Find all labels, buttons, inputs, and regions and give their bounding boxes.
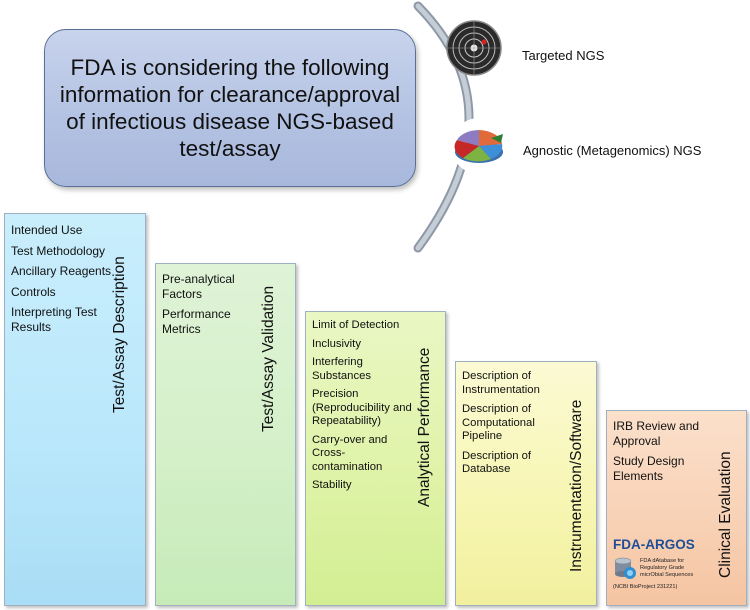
list-item: Stability [312, 479, 352, 491]
list-item: Ancillary Reagents [11, 264, 112, 278]
list-item: Description of Database [462, 449, 532, 476]
column-title: Instrumentation/Software [568, 399, 585, 572]
column-title: Test/Assay Validation [260, 285, 277, 432]
column-instrumentation-software: Description of Instrumentation Descripti… [455, 361, 597, 606]
list-item: Description of Computational Pipeline [462, 403, 535, 442]
pie-chart-icon [451, 118, 507, 174]
target-icon [446, 20, 502, 76]
list-item: IRB Review and Approval [613, 419, 700, 448]
list-item: Performance Metrics [162, 307, 231, 336]
column-title: Test/Assay Description [111, 256, 128, 413]
header-box: FDA is considering the following informa… [44, 29, 416, 187]
logo-footnote: (NCBI BioProject 231221) [613, 584, 678, 590]
option-agnostic-ngs: Agnostic (Metagenomics) NGS [523, 143, 702, 158]
list-item: Carry-over and Cross-contamination [312, 433, 388, 473]
column-title: Analytical Performance [416, 347, 433, 507]
list-item: Limit of Detection [312, 319, 400, 331]
column-analytical-performance: Limit of Detection Inclusivity Interferi… [305, 311, 446, 606]
list-item: Precision (Reproducibility and Repeatabi… [312, 388, 412, 427]
column-title: Clinical Evaluation [717, 451, 734, 578]
list-item: Study Design Elements [613, 454, 685, 483]
logo-subtitle: FDA dAtabase for Regulatory Grade micrOb… [640, 558, 694, 578]
column-test-assay-description: Intended Use Test Methodology Ancillary … [4, 213, 146, 606]
column-clinical-evaluation: IRB Review and Approval Study Design Ele… [606, 410, 747, 606]
list-item: Description of Instrumentation [462, 370, 540, 396]
column-test-assay-validation: Pre-analytical Factors Performance Metri… [155, 263, 296, 606]
option-targeted-ngs: Targeted NGS [522, 48, 605, 63]
list-item: Pre-analytical Factors [162, 272, 235, 301]
list-item: Test Methodology [11, 243, 106, 258]
list-item: Inclusivity [312, 337, 361, 350]
list-item: Interfering Substances [312, 356, 372, 382]
database-icon [613, 556, 637, 580]
header-text: FDA is considering the following informa… [59, 55, 401, 161]
list-item: Controls [11, 284, 56, 299]
logo-title: FDA-ARGOS [613, 537, 695, 552]
list-item: Interpreting Test Results [11, 305, 97, 334]
list-item: Intended Use [11, 223, 83, 237]
